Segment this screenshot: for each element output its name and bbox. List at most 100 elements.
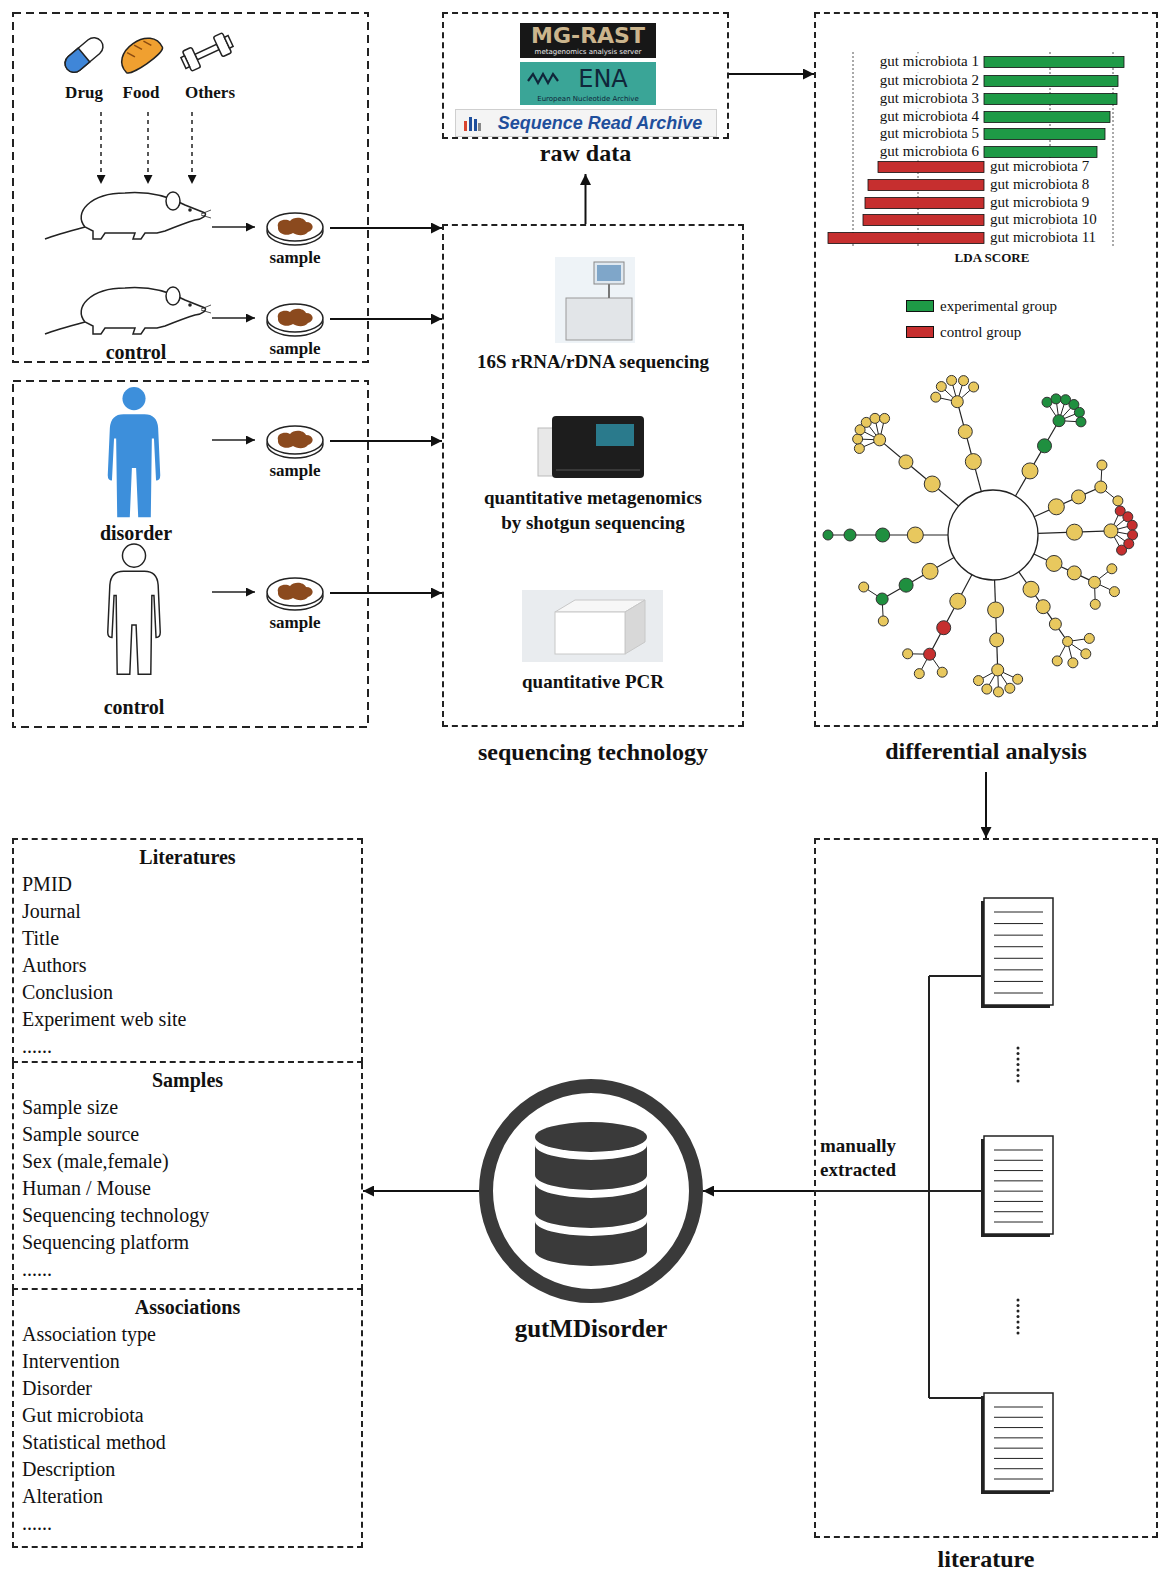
field-item: Gut microbiota [14, 1402, 361, 1429]
stool-sample [278, 431, 313, 448]
sampling-arrow [212, 439, 255, 441]
connector [703, 1190, 814, 1192]
document-line [994, 1479, 1043, 1480]
lda-bar [984, 112, 1110, 123]
sample-label: sample [260, 248, 330, 268]
cladogram-node [1107, 564, 1117, 574]
field-item: Statistical method [14, 1429, 361, 1456]
cladogram-node [988, 602, 1004, 618]
database-logo: ENAEuropean Nucleotide Archive [520, 62, 656, 105]
ellipsis-dot [1017, 1304, 1020, 1307]
logo-text: metagenomics analysis server [520, 48, 656, 57]
cladogram-node [1074, 407, 1084, 417]
logo-text: Sequence Read Archive [456, 110, 716, 136]
document-line [994, 1407, 1043, 1408]
lda-bar [984, 57, 1124, 68]
dashed-panel [814, 838, 1158, 1538]
dashed-panel-group: literature [814, 838, 1158, 1580]
petri-dish [260, 421, 330, 461]
bracket-stub [929, 1190, 984, 1192]
grid-line [853, 52, 854, 246]
sra-icon [463, 115, 481, 131]
sra-bar [469, 117, 472, 131]
bracket-stub [929, 1397, 984, 1399]
monitor-screen [597, 265, 621, 281]
document-line [994, 1211, 1043, 1212]
sequencer-body [552, 416, 644, 478]
taxon-label: gut microbiota 9 [988, 194, 1091, 211]
document-line [994, 1150, 1043, 1151]
cladogram-node [990, 633, 1004, 647]
connector [985, 772, 987, 838]
document [984, 1393, 1053, 1491]
cladogram-node [899, 578, 913, 592]
dish-top [267, 213, 323, 241]
cladogram-node [1097, 460, 1107, 470]
dish-top [267, 578, 323, 606]
database-disc [535, 1221, 647, 1266]
mouse-figure [45, 192, 211, 239]
mouse-whisker [201, 310, 211, 313]
bread-cut [143, 39, 151, 48]
connector [363, 1190, 479, 1192]
monitor [594, 262, 624, 284]
document [984, 1136, 1053, 1234]
mouse-eye [188, 303, 192, 307]
cladogram-node [878, 616, 888, 626]
sequencer-base [566, 298, 632, 340]
petri-dish [260, 573, 330, 613]
cladogram-node [853, 434, 863, 444]
cladogram-node [969, 382, 979, 392]
ellipsis-dot [1017, 1326, 1020, 1329]
field-section: SamplesSample sizeSample sourceSex (male… [12, 1063, 363, 1290]
document-line [994, 1222, 1043, 1223]
connector [585, 174, 587, 224]
cladogram-node [982, 684, 992, 694]
capsule [61, 34, 106, 76]
mouse-tail [45, 322, 85, 334]
cladogram-node [876, 528, 890, 542]
cladogram-node [947, 375, 957, 385]
sample-dish: sample [260, 299, 330, 359]
cladogram-node [1048, 499, 1064, 515]
taxon-label: gut microbiota 7 [988, 158, 1091, 175]
cladogram-node [1053, 415, 1065, 427]
sampling-arrow [212, 226, 255, 228]
ena-wave [526, 69, 560, 89]
cladogram-node [922, 563, 938, 579]
human-head [122, 544, 145, 567]
method-label: quantitative metagenomics by shotgun seq… [476, 486, 711, 535]
panel-heading: raw data [442, 140, 729, 168]
ellipsis-dot [1017, 1058, 1020, 1061]
legend-swatch [906, 300, 934, 312]
cladogram-node [950, 593, 966, 609]
ellipsis-dot [1017, 1069, 1020, 1072]
lda-bar [984, 147, 1097, 158]
cladogram-node [973, 676, 983, 686]
section-heading: Samples [14, 1067, 361, 1094]
mouse-ear [166, 287, 180, 305]
field-item: Sequencing technology [14, 1202, 361, 1229]
logo-text: ENA [520, 64, 656, 94]
mouse-panel [13, 13, 368, 362]
ellipsis-dot [1017, 1052, 1020, 1055]
cladogram-node [1117, 545, 1127, 555]
taxon-label: gut microbiota 1 [878, 53, 981, 70]
document-line [994, 1448, 1043, 1449]
bracket [928, 976, 930, 1398]
others-icon [179, 31, 235, 73]
document-line [994, 923, 1043, 924]
cladogram-node [1109, 587, 1119, 597]
monitor-stand [608, 284, 610, 298]
dumbbell-bar [195, 44, 219, 60]
cladogram-node [1013, 674, 1023, 684]
database-name: gutMDisorder [479, 1315, 703, 1344]
mouse-whisker [201, 305, 211, 309]
legend-text: control group [940, 324, 1021, 340]
field-item: Sex (male,female) [14, 1148, 361, 1175]
field-item: Sequencing platform [14, 1229, 361, 1256]
field-item: Sample size [14, 1094, 361, 1121]
bracket-stub [929, 975, 984, 977]
cladogram-node [1052, 656, 1062, 666]
